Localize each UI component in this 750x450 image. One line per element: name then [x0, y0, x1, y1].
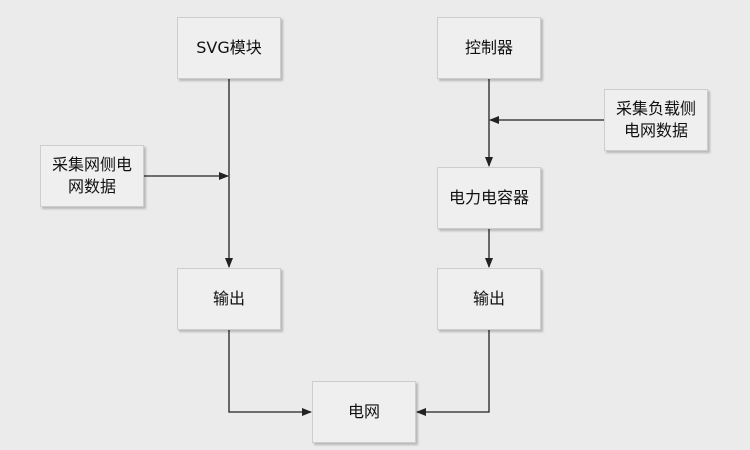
arrow-output-left-to-grid — [228, 330, 312, 416]
capacitor-node: 电力电容器 — [437, 167, 541, 229]
arrow-output-right-to-grid — [416, 330, 490, 416]
grid-label: 电网 — [347, 402, 380, 421]
load-side-data-line-1: 采集负载侧 — [615, 99, 696, 118]
svg-module-node: SVG模块 — [177, 17, 281, 79]
output-right-label: 输出 — [472, 289, 505, 308]
output-right-node: 输出 — [437, 268, 541, 330]
controller-label: 控制器 — [464, 38, 513, 57]
controller-node: 控制器 — [437, 17, 541, 79]
svg-module-label: SVG模块 — [196, 38, 262, 57]
grid-side-data-line-2: 网数据 — [67, 177, 116, 196]
output-left-node: 输出 — [177, 268, 281, 330]
capacitor-label: 电力电容器 — [448, 188, 529, 207]
grid-side-data-node: 采集网侧电 网数据 — [40, 145, 144, 207]
grid-side-data-line-1: 采集网侧电 — [51, 155, 132, 174]
output-left-label: 输出 — [212, 289, 245, 308]
load-side-data-line-2: 电网数据 — [623, 121, 688, 140]
load-side-data-node: 采集负载侧 电网数据 — [604, 89, 708, 151]
grid-node: 电网 — [312, 381, 416, 443]
